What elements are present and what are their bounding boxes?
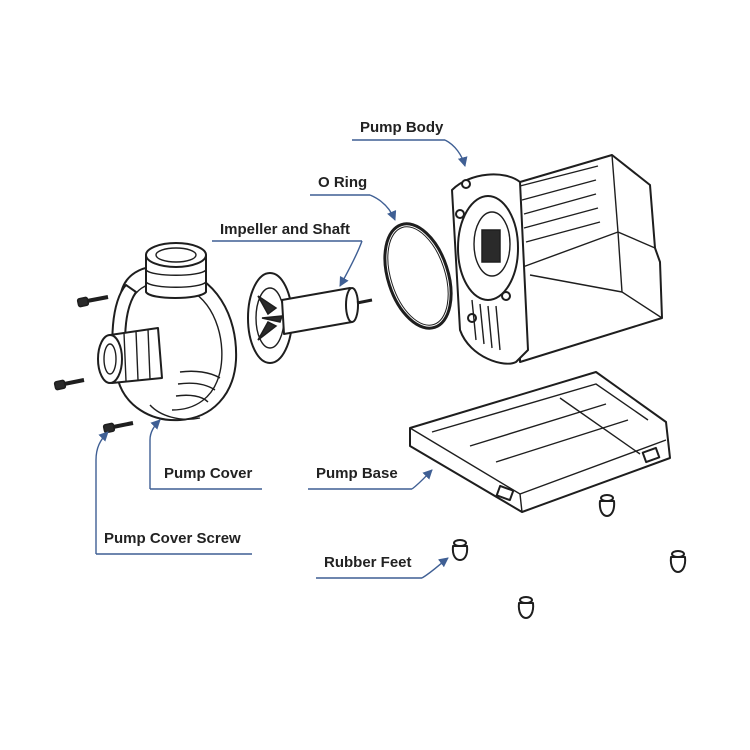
rubber-foot-2 <box>598 494 616 517</box>
rubber-foot-3 <box>669 550 687 573</box>
label-pump-body: Pump Body <box>360 119 444 136</box>
rubber-foot-1 <box>451 539 469 561</box>
screw-bottom <box>102 421 134 434</box>
pump-body <box>451 154 663 365</box>
label-o-ring: O Ring <box>318 174 367 191</box>
callout-pump-body: Pump Body <box>352 119 468 167</box>
callout-rubber-feet: Rubber Feet <box>316 554 449 579</box>
label-pump-base: Pump Base <box>316 465 398 482</box>
pump-cover-screws <box>53 295 134 434</box>
impeller-and-shaft <box>247 272 373 364</box>
rubber-foot-4 <box>517 596 535 619</box>
callout-pump-cover: Pump Cover <box>149 419 262 490</box>
pump-base <box>409 371 671 513</box>
screw-middle <box>53 378 85 391</box>
callout-o-ring: O Ring <box>310 174 397 221</box>
label-pump-cover-screw: Pump Cover Screw <box>104 530 241 547</box>
label-impeller-and-shaft: Impeller and Shaft <box>220 221 350 238</box>
callout-pump-cover-screw: Pump Cover Screw <box>95 431 252 555</box>
o-ring <box>383 222 453 330</box>
pump-cover <box>97 242 238 422</box>
callout-pump-base: Pump Base <box>308 465 433 490</box>
callout-impeller-and-shaft: Impeller and Shaft <box>212 221 363 287</box>
label-pump-cover: Pump Cover <box>164 465 253 482</box>
label-rubber-feet: Rubber Feet <box>324 554 412 571</box>
rubber-feet <box>451 494 687 619</box>
screw-top <box>76 295 109 308</box>
